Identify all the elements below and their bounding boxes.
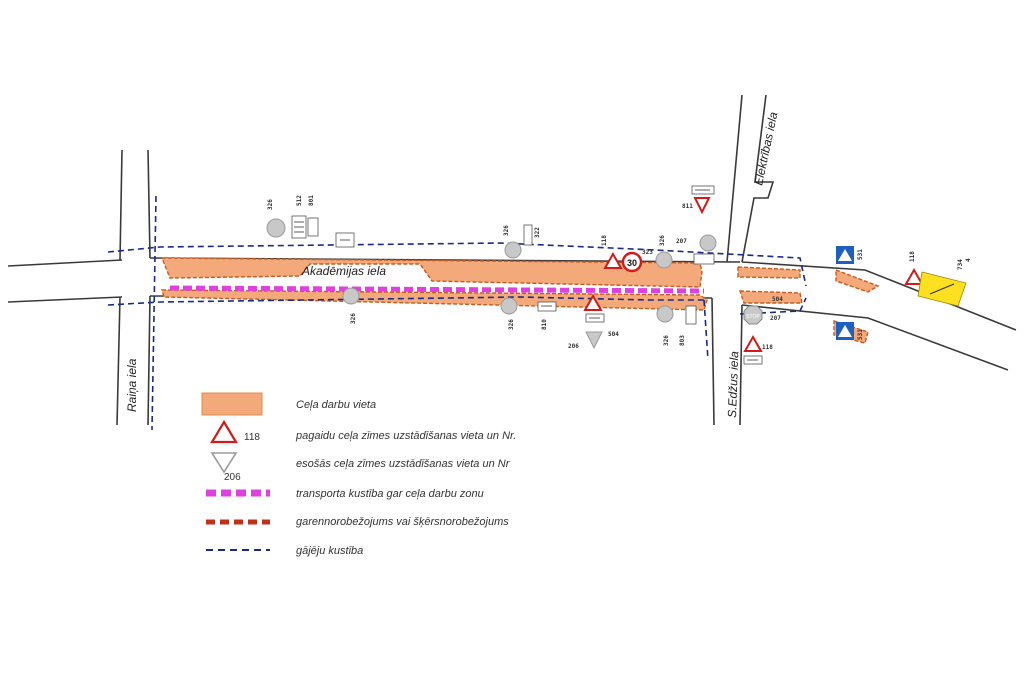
code-206: 206 <box>568 343 579 350</box>
existing-sign-2 <box>504 241 522 259</box>
code-4: 4 <box>965 258 972 262</box>
elektribas-edge-right <box>741 94 775 263</box>
road-edge-left-top <box>7 259 123 267</box>
street-label-raina: Raiņa iela <box>125 358 139 412</box>
code-803: 803 <box>679 335 686 346</box>
existing-sign-1 <box>266 218 286 238</box>
code-326-a: 326 <box>267 199 274 210</box>
raina-edge-right-bottom <box>147 295 151 426</box>
ped-route-edzus <box>703 299 709 361</box>
right-road-edge-bottom <box>741 304 1009 371</box>
ped-route-bottom <box>107 296 704 306</box>
street-label-elektribas: Elektrības iela <box>751 110 780 186</box>
work-zones <box>160 257 880 344</box>
code-326-f: 326 <box>508 319 515 330</box>
code-326-g: 326 <box>663 335 670 346</box>
legend-traffic-label: transporta kustība gar ceļa darbu zonu <box>296 488 484 500</box>
raina-edge-right-top <box>147 149 151 259</box>
temp-sign-118-right <box>904 267 924 285</box>
existing-sign-3 <box>655 251 673 269</box>
speed-limit-sign <box>621 251 643 273</box>
ped-route-raina <box>151 195 157 431</box>
legend: Ceļa darbu vieta 118 pagaidu ceļa zīmes … <box>201 392 516 557</box>
plate-810 <box>537 301 557 312</box>
code-326-e: 326 <box>350 313 357 324</box>
existing-yield-sign <box>585 331 603 350</box>
stop-sign-text: STOP <box>746 314 760 320</box>
legend-barrier-label: garennorobežojums vai šķērsnorobežojums <box>296 516 509 528</box>
elektribas-edge-left <box>726 94 743 263</box>
code-323: 323 <box>642 249 653 256</box>
work-zone-right-3 <box>739 290 803 304</box>
legend-existing-sign-icon <box>210 452 238 474</box>
speed-limit-value: 30 <box>627 258 637 268</box>
plate-322 <box>523 224 533 246</box>
code-322: 322 <box>534 227 541 238</box>
code-512: 512 <box>296 195 303 206</box>
existing-signs <box>266 218 717 323</box>
code-326-d: 326 <box>659 235 666 246</box>
existing-sign-7 <box>699 234 717 252</box>
code-811: 811 <box>682 203 693 210</box>
code-801: 801 <box>308 195 315 206</box>
street-label-akademijas: Akadēmijas iela <box>301 264 386 278</box>
work-zone-right-2 <box>835 268 880 293</box>
existing-sign-4 <box>342 287 360 305</box>
legend-work-zone-swatch <box>201 392 263 416</box>
legend-pedestrian-label: gājēju kustība <box>296 545 363 557</box>
plate-803 <box>685 305 697 325</box>
code-207-a: 207 <box>676 238 687 245</box>
temp-sign-lower-mid <box>583 293 603 311</box>
raina-edge-left-bottom <box>116 296 121 426</box>
work-zone-main <box>160 257 703 288</box>
legend-work-zone-label: Ceļa darbu vieta <box>296 399 376 411</box>
legend-temp-sign-num: 118 <box>244 432 260 443</box>
code-504-b: 504 <box>772 296 783 303</box>
edzus-edge-left <box>711 297 715 426</box>
temp-sign-top-right <box>693 197 711 215</box>
stop-sign <box>743 305 763 325</box>
raina-edge-left-top <box>119 149 123 261</box>
traffic-lane-line <box>169 285 705 294</box>
road-edges <box>7 94 1017 426</box>
sign-code-labels: 326 512 801 326 322 118 323 326 207 811 … <box>267 195 972 351</box>
legend-existing-sign-label: esošās ceļa zīmes uzstādīšanas vieta un … <box>296 458 511 470</box>
work-zone-lower <box>161 289 708 311</box>
ped-route-top <box>107 242 807 287</box>
code-810: 810 <box>541 319 548 330</box>
street-label-edzus: S.Edžus iela <box>725 351 741 418</box>
existing-sign-5 <box>500 297 518 315</box>
pedestrian-crossing-signs <box>836 246 854 340</box>
temp-signs <box>583 197 924 352</box>
legend-temp-sign-label: pagaidu ceļa zīmes uzstādīšanas vieta un… <box>295 430 516 442</box>
legend-temp-sign-icon <box>210 419 238 444</box>
code-118-b: 118 <box>762 344 773 351</box>
code-504-a: 504 <box>608 331 619 338</box>
legend-existing-sign-num: 206 <box>224 472 241 483</box>
code-118-mid: 118 <box>601 235 608 246</box>
edzus-edge-right <box>739 304 743 426</box>
work-zone-right-1 <box>737 266 801 279</box>
right-road-edge-top <box>741 261 1017 331</box>
existing-sign-6 <box>656 305 674 323</box>
code-326-b: 326 <box>503 225 510 236</box>
road-edge-left-bottom <box>7 296 123 303</box>
code-531-top: 531 <box>857 249 864 260</box>
plate-801 <box>307 217 319 237</box>
code-118-right: 118 <box>909 251 916 262</box>
plate-edzus-1 <box>693 253 715 265</box>
code-734: 734 <box>957 259 964 270</box>
temp-sign-118-edzus <box>743 334 763 352</box>
code-207-b: 207 <box>770 315 781 322</box>
temp-sign-118-mid <box>603 251 623 269</box>
code-531-bottom: 531 <box>857 329 864 340</box>
